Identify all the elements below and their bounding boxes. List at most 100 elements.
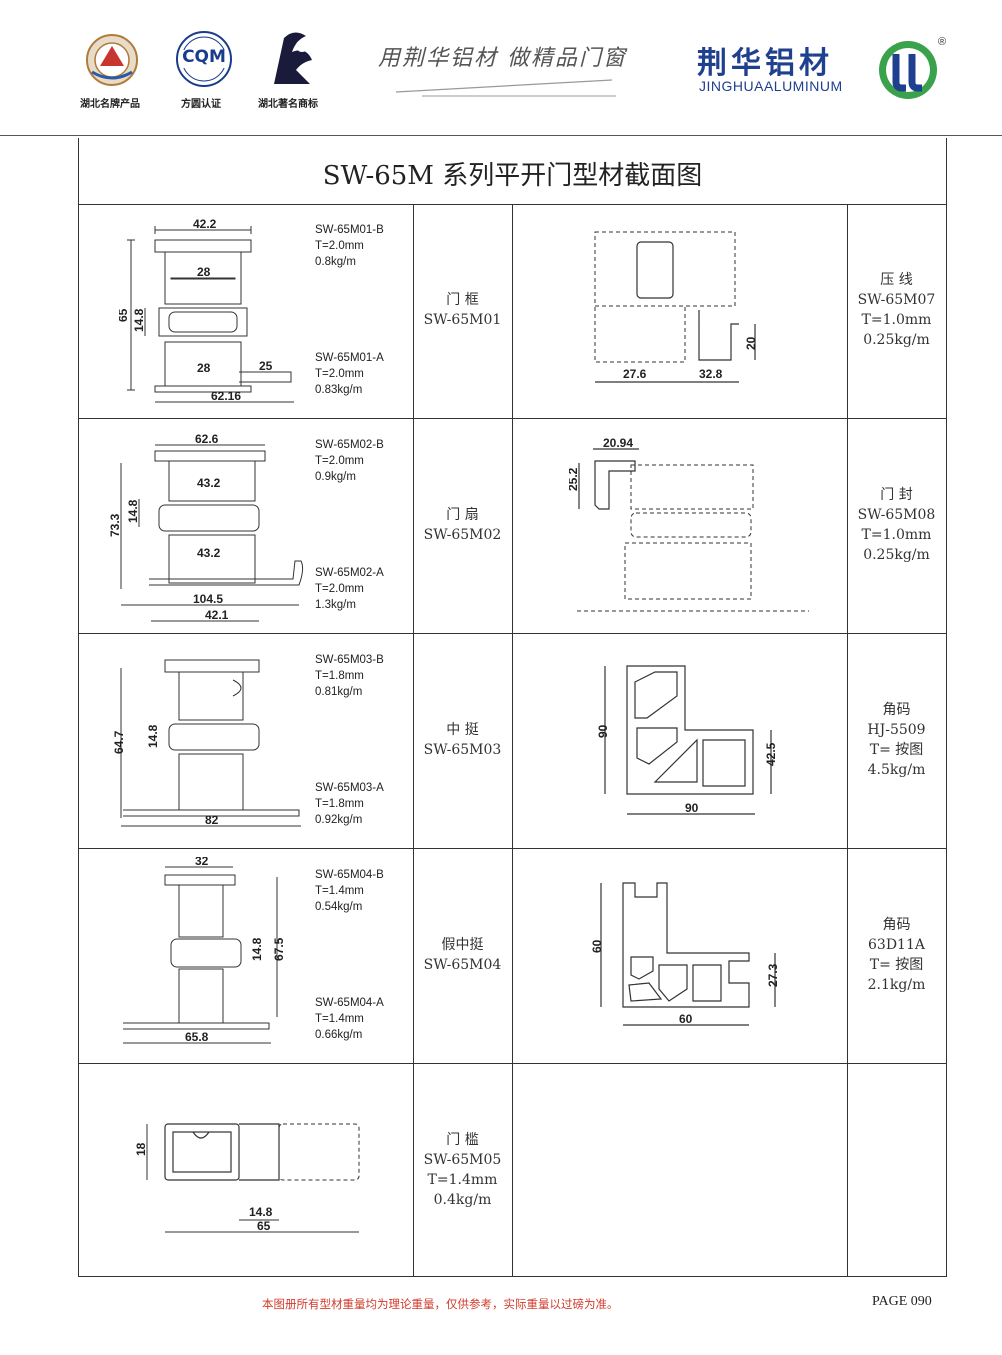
profile-sheet: SW-65M 系列平开门型材截面图 42.2 28 bbox=[78, 138, 947, 1277]
page-number: PAGE 090 bbox=[872, 1294, 932, 1309]
profile-label-left: 假中挺 SW-65M04 bbox=[413, 935, 512, 975]
dim-label: 32 bbox=[195, 857, 209, 868]
profile-code: SW-65M03 bbox=[423, 742, 502, 758]
profile-label-left: 门 槛 SW-65M05 T=1.4mm 0.4kg/m bbox=[413, 1130, 512, 1210]
jinghua-logo-icon bbox=[879, 41, 937, 99]
spec-block-a: SW-65M04-A T=1.4mm 0.66kg/m bbox=[315, 995, 384, 1043]
dim-label: 42.2 bbox=[193, 217, 217, 231]
profile-name: 角码 bbox=[882, 917, 911, 933]
profile-drawing-sw65m04: 32 14.8 67.5 65.8 bbox=[123, 857, 286, 1044]
dim-label: 104.5 bbox=[193, 592, 223, 606]
profile-name: 假中挺 bbox=[441, 937, 484, 953]
spec-thickness: T=2.0mm bbox=[315, 368, 364, 380]
dim-label: 27.6 bbox=[623, 367, 647, 381]
weight-disclaimer: 本图册所有型材重量均为理论重量，仅供参考，实际重量以过磅为准。 bbox=[262, 1297, 619, 1311]
spec-thickness: T=1.4mm bbox=[315, 1013, 364, 1025]
profile-thickness: T=1.4mm bbox=[427, 1172, 498, 1188]
cqm-certification-icon bbox=[176, 31, 232, 87]
profile-label-left: 门 扇 SW-65M02 bbox=[413, 505, 512, 545]
profile-label-right: 压 线 SW-65M07 T=1.0mm 0.25kg/m bbox=[847, 270, 946, 350]
spec-block-b: SW-65M04-B T=1.4mm 0.54kg/m bbox=[315, 867, 384, 915]
spec-code: SW-65M01-A bbox=[315, 352, 384, 364]
profile-drawing-sw65m08: 20.94 25.2 bbox=[569, 436, 809, 612]
table-row: 18 14.8 65 门 槛 SW-65M05 T=1.4mm 0.4kg/m bbox=[79, 1064, 946, 1276]
profile-code: 63D11A bbox=[868, 937, 925, 953]
profile-code: HJ-5509 bbox=[867, 722, 926, 738]
spec-weight: 0.9kg/m bbox=[315, 471, 356, 483]
spec-thickness: T=1.8mm bbox=[315, 670, 364, 682]
spec-weight: 0.92kg/m bbox=[315, 814, 363, 826]
dim-label: 60 bbox=[679, 1012, 693, 1026]
table-row: 42.2 28 65 14.8 28 25 62.16 SW-65M01-B T… bbox=[79, 204, 946, 419]
spec-weight: 0.54kg/m bbox=[315, 901, 363, 913]
profile-name: 门 封 bbox=[880, 487, 913, 503]
dim-label: 65 bbox=[257, 1219, 271, 1233]
profile-label-right: 门 封 SW-65M08 T=1.0mm 0.25kg/m bbox=[847, 485, 946, 565]
brand-name-cn: 荆华铝材 bbox=[697, 46, 833, 81]
spec-thickness: T=2.0mm bbox=[315, 240, 364, 252]
profile-name: 压 线 bbox=[880, 272, 913, 288]
spec-weight: 1.3kg/m bbox=[315, 599, 356, 611]
profile-drawing-sw65m02: 62.6 43.2 73.3 14.8 43.2 104.5 42.1 bbox=[109, 432, 304, 622]
table-row: 62.6 43.2 73.3 14.8 43.2 104.5 42.1 SW-6… bbox=[79, 419, 946, 634]
dim-label: 62.16 bbox=[211, 389, 241, 403]
dim-label: 14.8 bbox=[249, 1205, 273, 1219]
dim-label: 42.5 bbox=[764, 742, 778, 766]
profile-label-left: 门 框 SW-65M01 bbox=[413, 290, 512, 330]
profile-name: 门 框 bbox=[446, 292, 479, 308]
table-row: 32 14.8 67.5 65.8 SW-65M04-B T=1.4mm 0.5… bbox=[79, 849, 946, 1064]
dim-label: 65.8 bbox=[185, 1030, 209, 1044]
spec-block-b: SW-65M03-B T=1.8mm 0.81kg/m bbox=[315, 652, 384, 700]
spec-block-b: SW-65M02-B T=2.0mm 0.9kg/m bbox=[315, 437, 384, 485]
profile-weight: 0.25kg/m bbox=[863, 547, 930, 563]
slogan: 用荆华铝材 做精品门窗 bbox=[378, 46, 627, 71]
dim-label: 14.8 bbox=[250, 937, 264, 961]
profile-drawing-sw65m03: 64.7 14.8 82 bbox=[112, 659, 301, 827]
dim-label: 14.8 bbox=[146, 724, 160, 748]
dim-label: 25 bbox=[259, 359, 273, 373]
profile-label-left: 中 挺 SW-65M03 bbox=[413, 720, 512, 760]
hubei-trademark-icon bbox=[274, 32, 312, 84]
profile-label-right: 角码 63D11A T= 按图 2.1kg/m bbox=[847, 915, 946, 995]
profile-thickness: T=1.0mm bbox=[861, 312, 932, 328]
dim-label: 90 bbox=[685, 801, 699, 815]
col-divider-3 bbox=[847, 204, 848, 1276]
spec-block-a: SW-65M01-A T=2.0mm 0.83kg/m bbox=[315, 350, 384, 398]
spec-thickness: T=2.0mm bbox=[315, 583, 364, 595]
profile-name: 门 扇 bbox=[446, 507, 479, 523]
profile-drawing-sw65m01 bbox=[127, 226, 294, 403]
header-divider bbox=[0, 135, 1002, 136]
profile-name: 门 槛 bbox=[446, 1132, 479, 1148]
spec-thickness: T=1.8mm bbox=[315, 798, 364, 810]
spec-code: SW-65M03-A bbox=[315, 782, 384, 794]
profile-code: SW-65M05 bbox=[423, 1152, 502, 1168]
dim-label: 32.8 bbox=[699, 367, 723, 381]
logo-caption-2: 方圆认证 bbox=[181, 99, 221, 110]
dim-label: 73.3 bbox=[109, 513, 122, 537]
spec-code: SW-65M02-A bbox=[315, 567, 384, 579]
page-title: SW-65M 系列平开门型材截面图 bbox=[322, 161, 703, 191]
dim-label: 90 bbox=[596, 724, 610, 738]
hubei-brand-emblem-icon bbox=[86, 34, 138, 86]
title-row: SW-65M 系列平开门型材截面图 bbox=[79, 138, 946, 205]
profile-thickness: T= 按图 bbox=[869, 957, 924, 973]
dim-label: 14.8 bbox=[132, 308, 146, 332]
dim-label: 43.2 bbox=[197, 546, 221, 560]
dim-label: 18 bbox=[134, 1142, 148, 1156]
spec-block-a: SW-65M03-A T=1.8mm 0.92kg/m bbox=[315, 780, 384, 828]
corner-connector-hj5509: 90 90 42.5 bbox=[596, 665, 778, 815]
spec-code: SW-65M02-B bbox=[315, 439, 384, 451]
profile-code: SW-65M04 bbox=[423, 957, 502, 973]
profile-name: 角码 bbox=[882, 702, 911, 718]
page-header: 湖北名牌产品 CQM 方圆认证 湖北著名商标 用荆华铝材 做精品门窗 荆华铝材 … bbox=[0, 0, 1002, 135]
spec-code: SW-65M04-A bbox=[315, 997, 384, 1009]
profile-thickness: T= 按图 bbox=[869, 742, 924, 758]
profile-drawing-sw65m07: 27.6 32.8 20 bbox=[594, 231, 758, 383]
profile-code: SW-65M01 bbox=[423, 312, 502, 328]
dim-label: 28 bbox=[197, 361, 211, 375]
corner-connector-63d11a: 60 60 27.3 bbox=[590, 882, 779, 1026]
profile-weight: 4.5kg/m bbox=[867, 762, 926, 778]
dim-label: 27.3 bbox=[766, 963, 779, 987]
profile-code: SW-65M07 bbox=[857, 292, 936, 308]
cqm-mark-text: CQM bbox=[182, 47, 226, 67]
